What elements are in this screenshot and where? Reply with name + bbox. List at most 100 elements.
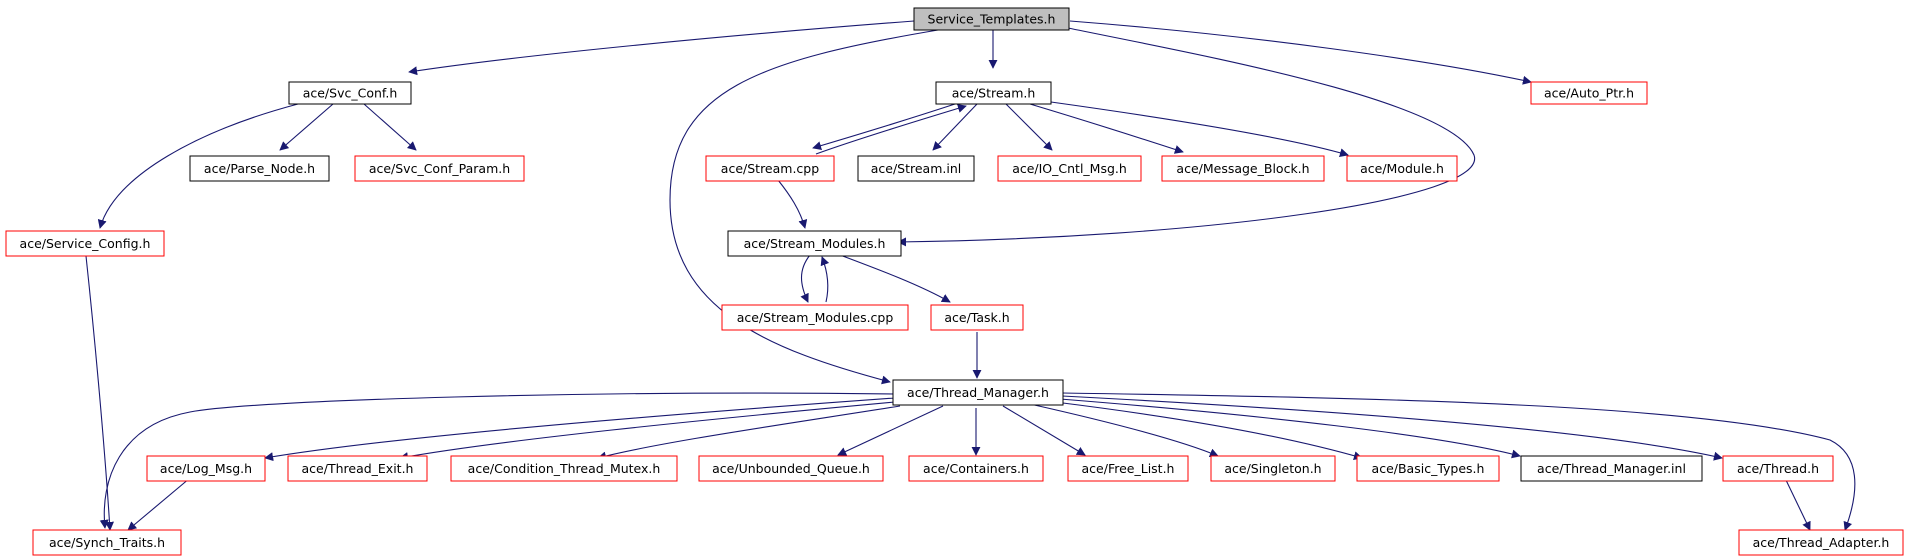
node-label: Service_Templates.h [928,12,1056,27]
edge-thread-manager-to-log-msg [264,397,896,462]
node-task-h[interactable]: ace/Task.h [930,304,1024,331]
node-label: ace/Singleton.h [1224,461,1321,476]
node-synch-traits[interactable]: ace/Synch_Traits.h [32,529,182,556]
node-unbounded-queue[interactable]: ace/Unbounded_Queue.h [698,455,884,482]
node-log-msg[interactable]: ace/Log_Msg.h [146,455,266,482]
node-thread-manager[interactable]: ace/Thread_Manager.h [892,379,1064,406]
edge-svc-templates-to-auto-ptr [1069,20,1532,85]
edge-svc-conf-to-parse-node [279,103,334,151]
node-box [1210,455,1336,482]
node-label: ace/Synch_Traits.h [49,535,165,550]
node-label: ace/Basic_Types.h [1372,461,1485,476]
node-box [5,230,165,257]
node-label: ace/Message_Block.h [1176,161,1309,176]
node-stream-h[interactable]: ace/Stream.h [935,81,1052,105]
edge-stream-h-to-message-block [1029,103,1184,154]
node-free-list[interactable]: ace/Free_List.h [1067,455,1189,482]
node-thread-manager-inl[interactable]: ace/Thread_Manager.inl [1520,455,1703,482]
node-label: ace/Thread.h [1737,461,1819,476]
node-box [189,155,330,182]
node-cond-mutex[interactable]: ace/Condition_Thread_Mutex.h [450,455,678,482]
node-thread-h[interactable]: ace/Thread.h [1722,455,1834,482]
node-basic-types[interactable]: ace/Basic_Types.h [1356,455,1500,482]
edge-thread-manager-to-thread-exit [399,401,896,461]
edge-svc-templates-to-thread-manager [669,29,939,385]
node-label: ace/Stream_Modules.cpp [737,310,894,325]
edge-log-msg-to-synch-traits [127,477,191,531]
node-label: ace/Unbounded_Queue.h [712,461,870,476]
node-svc-conf-param[interactable]: ace/Svc_Conf_Param.h [354,155,525,182]
node-label: ace/Stream_Modules.h [744,236,886,251]
edge-stream-modules-to-stream-modules-cpp [800,254,811,303]
edge-thread-manager-to-singleton [1029,403,1219,458]
node-box [32,529,182,556]
edge-stream-h-to-stream-inl [932,103,978,151]
node-thread-exit[interactable]: ace/Thread_Exit.h [287,455,428,482]
edge-svc-templates-to-svc-conf [408,20,915,76]
node-label: ace/Stream.inl [871,161,962,176]
edge-thread-manager-to-synch-traits [99,392,896,529]
node-box [935,81,1052,105]
edge-thread-manager-to-thread-h [1061,395,1723,461]
node-box [908,455,1044,482]
edge-stream-h-to-module-h [1050,101,1349,158]
edge-stream-h-to-io-cntl [1005,103,1053,151]
node-auto-ptr[interactable]: ace/Auto_Ptr.h [1530,81,1648,105]
node-module-h[interactable]: ace/Module.h [1346,155,1458,182]
node-label: ace/Containers.h [923,461,1029,476]
node-label: ace/Thread_Adapter.h [1753,535,1890,550]
node-label: ace/Task.h [944,310,1009,325]
node-containers[interactable]: ace/Containers.h [908,455,1044,482]
edge-thread-h-to-thread-adapter [1784,477,1811,531]
node-label: ace/IO_Cntl_Msg.h [1012,161,1127,176]
edge-svc-conf-to-svc-conf-param [363,103,417,151]
node-box [1738,529,1904,556]
node-box [287,455,428,482]
dependency-edges [85,20,1856,531]
node-label: ace/Log_Msg.h [160,461,252,476]
node-label: ace/Free_List.h [1082,461,1175,476]
node-stream-cpp[interactable]: ace/Stream.cpp [705,155,835,182]
node-label: ace/Thread_Exit.h [302,461,414,476]
node-stream-modules-cpp[interactable]: ace/Stream_Modules.cpp [721,304,909,331]
node-box [930,304,1024,331]
node-box [288,81,412,105]
edge-thread-manager-to-thread-adapter [1061,392,1856,531]
node-box [705,155,835,182]
node-label: ace/Auto_Ptr.h [1544,86,1634,101]
node-io-cntl[interactable]: ace/IO_Cntl_Msg.h [997,155,1142,182]
node-box [857,155,975,182]
edge-stream-modules-cpp-to-stream-modules [820,256,830,303]
node-service-config[interactable]: ace/Service_Config.h [5,230,165,257]
node-label: ace/Svc_Conf_Param.h [369,161,510,176]
node-label: ace/Thread_Manager.h [907,385,1049,400]
node-label: ace/Parse_Node.h [204,161,315,176]
node-label: ace/Condition_Thread_Mutex.h [468,461,661,476]
node-parse-node[interactable]: ace/Parse_Node.h [189,155,330,182]
node-box [698,455,884,482]
node-box [1356,455,1500,482]
node-thread-adapter[interactable]: ace/Thread_Adapter.h [1738,529,1904,556]
node-box [997,155,1142,182]
edge-thread-manager-to-cond-mutex [597,405,901,461]
node-label: ace/Svc_Conf.h [303,86,398,101]
node-svc-conf[interactable]: ace/Svc_Conf.h [288,81,412,105]
node-label: ace/Stream.cpp [721,161,819,176]
node-box [450,455,678,482]
node-singleton[interactable]: ace/Singleton.h [1210,455,1336,482]
edge-service-config-to-synch-traits [85,255,114,531]
node-msg-block[interactable]: ace/Message_Block.h [1161,155,1325,182]
node-label: ace/Service_Config.h [20,236,151,251]
edge-stream-cpp-to-stream-modules [777,179,808,229]
file-nodes: Service_Templates.h ace/Svc_Conf.h ace/Str… [5,7,1904,556]
node-label: ace/Thread_Manager.inl [1537,461,1686,476]
node-box [146,455,266,482]
node-svc-templates[interactable]: Service_Templates.h [913,7,1070,31]
node-stream-inl[interactable]: ace/Stream.inl [857,155,975,182]
node-stream-modules-h[interactable]: ace/Stream_Modules.h [727,230,902,257]
node-box [727,230,902,257]
node-box [913,7,1070,31]
node-box [1067,455,1189,482]
edge-stream-cpp-to-stream-h [815,104,967,155]
